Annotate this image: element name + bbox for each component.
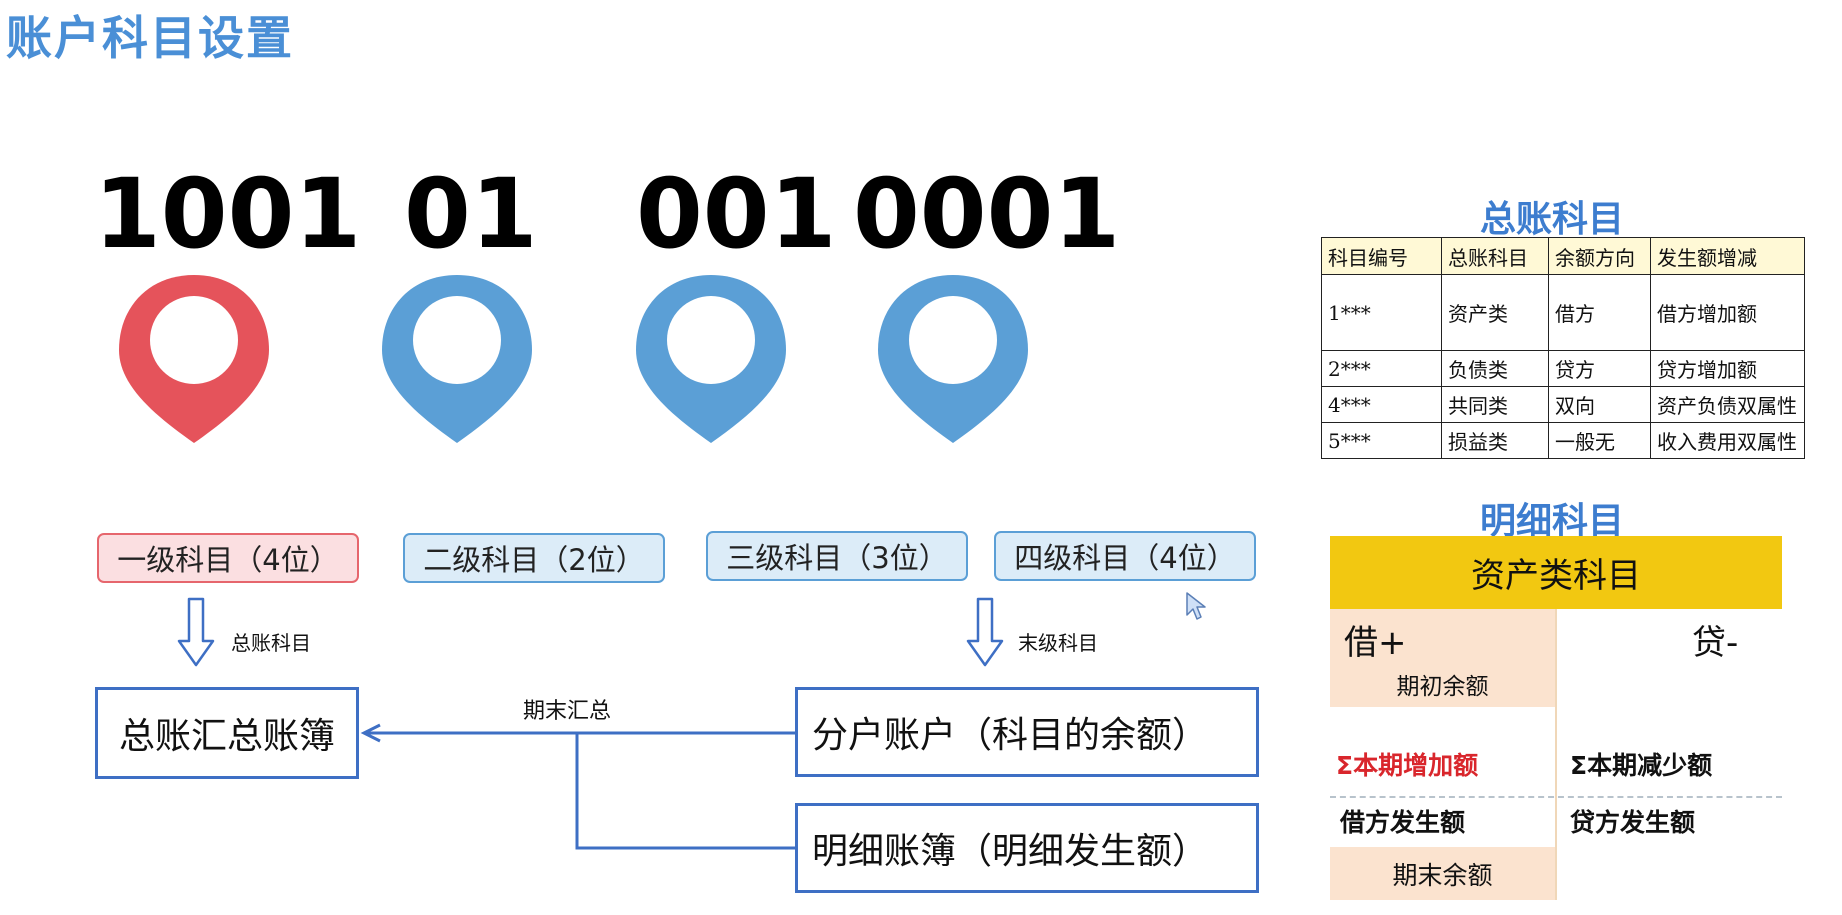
table-row: 4*** 共同类 双向 资产负债双属性 <box>1321 386 1805 423</box>
summary-label: 期末汇总 <box>523 699 612 724</box>
detail-accounts-heading: 明细科目 <box>1480 501 1625 542</box>
table-cell: 贷方 <box>1548 350 1651 387</box>
blue-location-pin-icon <box>636 275 786 443</box>
debit-plus-label: 借+ <box>1344 622 1407 663</box>
detail-ledger-box: 明细账簿（明细发生额） <box>795 803 1259 893</box>
credit-minus-label: 贷- <box>1692 622 1739 663</box>
closing-balance-label: 期末余额 <box>1392 861 1493 890</box>
table-cell: 收入费用双属性 <box>1650 422 1805 459</box>
level-1-code: 1001 <box>94 158 362 270</box>
pin-hole <box>413 296 501 384</box>
level-2-code: 01 <box>404 158 538 270</box>
down-arrow-icon <box>177 597 215 667</box>
table-cell: 双向 <box>1548 386 1651 423</box>
pin-hole <box>667 296 755 384</box>
general-accounts-heading: 总账科目 <box>1480 199 1625 240</box>
page-title: 账户科目设置 <box>6 11 294 65</box>
table-cell: 借方增加额 <box>1650 274 1805 351</box>
table-row: 1*** 资产类 借方 借方增加额 <box>1321 274 1805 351</box>
table-row: 5*** 损益类 一般无 收入费用双属性 <box>1321 422 1805 459</box>
credit-decrease-label: Σ本期减少额 <box>1570 751 1713 780</box>
table-cell: 借方 <box>1548 274 1651 351</box>
pin-hole <box>150 296 238 384</box>
table-cell: 共同类 <box>1441 386 1549 423</box>
blue-location-pin-icon <box>382 275 532 443</box>
down-arrow-icon <box>966 597 1004 667</box>
table-cell: 资产负债双属性 <box>1650 386 1805 423</box>
pin-hole <box>909 296 997 384</box>
credit-occurrence-label: 贷方发生额 <box>1570 808 1696 837</box>
level-2-label: 二级科目（2位） <box>403 533 665 583</box>
mouse-cursor-icon <box>1186 592 1206 620</box>
debit-middle-panel <box>1330 707 1555 847</box>
level-4-label: 四级科目（4位） <box>994 531 1256 581</box>
dashed-separator <box>1330 796 1782 798</box>
level-3-label: 三级科目（3位） <box>706 531 968 581</box>
general-account-note: 总账科目 <box>231 631 311 655</box>
t-account-title: 资产类科目 <box>1330 536 1782 609</box>
t-account: 资产类科目 借+ 贷- 期初余额 Σ本期增加额 Σ本期减少额 借方发生额 贷方发… <box>1330 536 1782 900</box>
level-1-label: 一级科目（4位） <box>97 533 359 583</box>
red-location-pin-icon <box>119 275 269 443</box>
table-cell: 资产类 <box>1441 274 1549 351</box>
table-cell: 损益类 <box>1441 422 1549 459</box>
column-header: 余额方向 <box>1548 237 1651 275</box>
column-header: 科目编号 <box>1321 237 1442 275</box>
level-4-code: 0001 <box>853 158 1121 270</box>
general-ledger-box: 总账汇总账簿 <box>95 687 359 779</box>
table-cell: 5*** <box>1321 422 1442 459</box>
table-row: 2*** 负债类 贷方 贷方增加额 <box>1321 350 1805 387</box>
table-cell: 负债类 <box>1441 350 1549 387</box>
debit-occurrence-label: 借方发生额 <box>1340 808 1466 837</box>
general-accounts-table: 科目编号 总账科目 余额方向 发生额增减 1*** 资产类 借方 借方增加额 2… <box>1321 237 1805 459</box>
table-cell: 贷方增加额 <box>1650 350 1805 387</box>
column-header: 总账科目 <box>1441 237 1549 275</box>
table-cell: 一般无 <box>1548 422 1651 459</box>
credit-side-panel <box>1557 609 1782 900</box>
table-header-row: 科目编号 总账科目 余额方向 发生额增减 <box>1321 237 1805 275</box>
sub-account-box: 分户账户（科目的余额） <box>795 687 1259 777</box>
t-account-divider <box>1555 609 1557 900</box>
blue-location-pin-icon <box>878 275 1028 443</box>
last-level-note: 末级科目 <box>1018 631 1098 655</box>
table-cell: 4*** <box>1321 386 1442 423</box>
column-header: 发生额增减 <box>1650 237 1805 275</box>
table-cell: 2*** <box>1321 350 1442 387</box>
table-cell: 1*** <box>1321 274 1442 351</box>
opening-balance-label: 期初余额 <box>1396 674 1489 700</box>
debit-increase-label: Σ本期增加额 <box>1336 751 1479 780</box>
level-3-code: 001 <box>636 158 837 270</box>
